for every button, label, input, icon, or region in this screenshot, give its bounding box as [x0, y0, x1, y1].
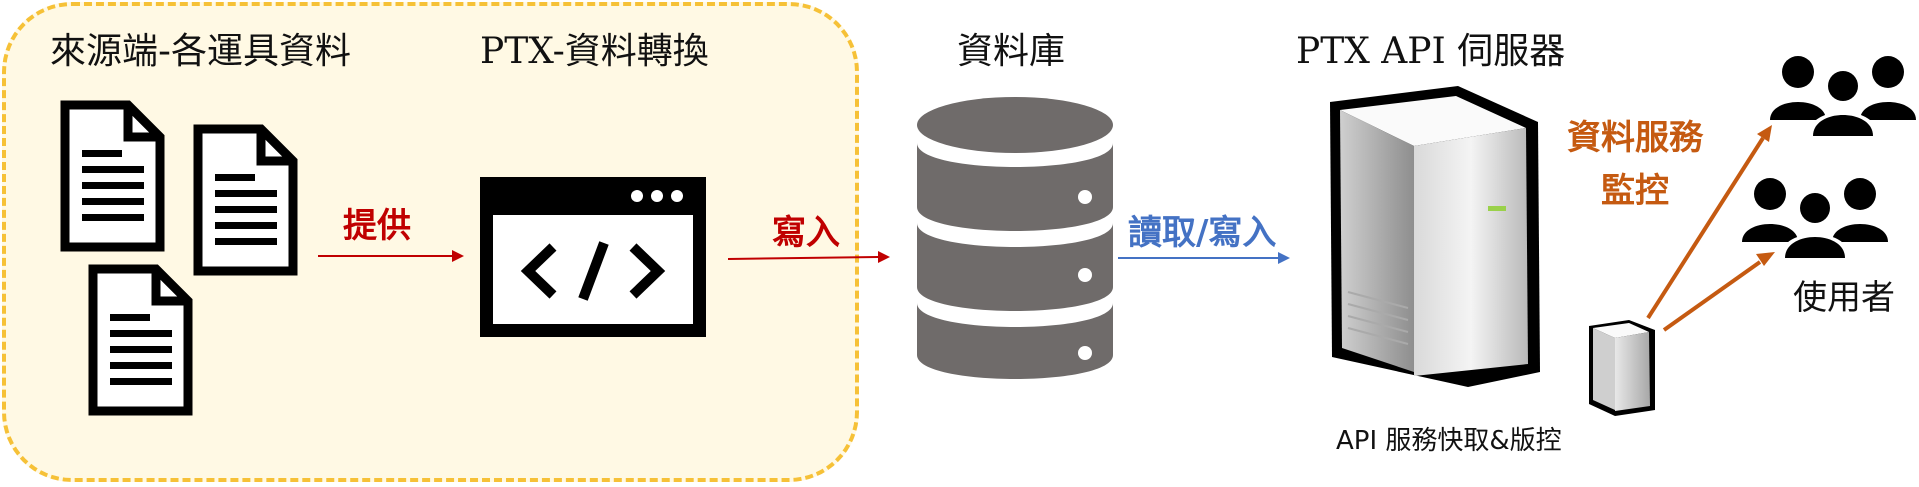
- source-label: 來源端-各運具資料: [50, 31, 351, 72]
- database-label: 資料庫: [957, 31, 1066, 72]
- database-icon: [917, 97, 1113, 379]
- users-label: 使用者: [1793, 278, 1895, 318]
- document-icon: [193, 124, 298, 276]
- write-label: 寫入: [772, 213, 840, 253]
- monitor-label-line2: 監控: [1601, 171, 1669, 211]
- ptx-convert-label: PTX-資料轉換: [480, 31, 709, 72]
- monitor-label: 資料服務 監控: [1560, 110, 1710, 212]
- document-icon: [60, 100, 165, 252]
- write-arrow: [728, 251, 890, 263]
- ptx-api-server-label: PTX API 伺服器: [1296, 31, 1566, 72]
- provide-label: 提供: [343, 206, 411, 246]
- read-write-arrow: [1118, 252, 1290, 264]
- user-group-icon: [1770, 56, 1916, 136]
- user-group-icon: [1742, 178, 1888, 258]
- provide-arrow: [318, 250, 464, 262]
- api-cache-label: API 服務快取&版控: [1336, 426, 1562, 456]
- server-tower-icon: [1330, 86, 1540, 387]
- document-icon: [88, 264, 193, 416]
- monitor-arrows: [1646, 125, 1775, 332]
- code-window-icon: [480, 177, 706, 337]
- monitor-label-line1: 資料服務: [1567, 118, 1703, 158]
- small-server-icon: [1589, 320, 1655, 416]
- read-write-label: 讀取/寫入: [1128, 213, 1277, 253]
